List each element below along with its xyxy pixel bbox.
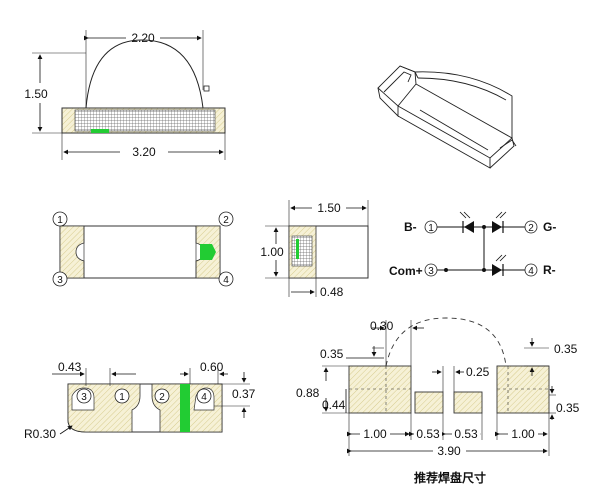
end-view: 1.50 1.00 0.48 [260, 200, 369, 299]
fp-dim-top-gap: 0.30 [370, 319, 394, 333]
bottom-view: 0.43 0.60 0.37 R0.30 [24, 360, 256, 441]
bottom-dim-left: 0.43 [58, 360, 82, 374]
dim-width-bottom: 3.20 [132, 145, 156, 159]
top-view-pin-2: 2 [218, 211, 234, 227]
dim-height: 1.50 [24, 87, 48, 101]
footprint-caption: 推荐焊盘尺寸 [414, 470, 486, 485]
bottom-view-pin-4: 4 [196, 388, 212, 404]
end-dim-height: 1.00 [260, 245, 284, 259]
fp-dim-pad-mid1: 0.53 [416, 427, 440, 441]
svg-text:2: 2 [159, 392, 165, 403]
top-view-pin-4: 4 [218, 271, 234, 287]
schematic-g-label: G- [543, 220, 556, 234]
dim-width-top: 2.20 [131, 31, 155, 45]
fp-dim-pad-right: 1.00 [511, 427, 535, 441]
bottom-dim-height: 0.37 [232, 387, 256, 401]
svg-text:3: 3 [81, 392, 87, 403]
svg-text:3: 3 [57, 275, 63, 286]
svg-text:1: 1 [119, 392, 125, 403]
footprint: 0.30 0.35 0.88 0.44 0.25 0.35 0.35 [296, 317, 580, 485]
side-view: 2.20 1.50 3.20 [24, 30, 226, 160]
fp-dim-total: 3.90 [437, 444, 461, 458]
top-view-pin-1: 1 [52, 211, 68, 227]
svg-text:1: 1 [57, 215, 63, 226]
schematic-com-label: Com+ [389, 264, 423, 278]
fp-dim-pad-left: 1.00 [363, 427, 387, 441]
fp-dim-right-top: 0.35 [554, 342, 578, 356]
bottom-view-pin-1: 1 [114, 388, 130, 404]
isometric-view [377, 65, 517, 169]
bottom-dim-right: 0.60 [200, 360, 224, 374]
svg-text:1: 1 [428, 223, 434, 234]
fp-dim-pad-mid2: 0.53 [454, 427, 478, 441]
svg-text:2: 2 [528, 223, 534, 234]
bottom-radius: R0.30 [24, 427, 56, 441]
fp-dim-left-height: 0.35 [320, 347, 344, 361]
end-dim-pad: 0.48 [320, 285, 344, 299]
svg-text:4: 4 [528, 266, 534, 277]
schematic-r-label: R- [543, 263, 556, 277]
top-view-pin-3: 3 [52, 271, 68, 287]
fp-dim-gap: 0.25 [466, 365, 490, 379]
svg-text:4: 4 [201, 392, 207, 403]
schematic-pin-4 [524, 263, 538, 277]
schematic: B- 1 2 G- Com+ 3 4 R- [389, 211, 556, 278]
schematic-pin-2 [524, 220, 538, 234]
svg-text:4: 4 [223, 275, 229, 286]
svg-text:2: 2 [223, 215, 229, 226]
bottom-view-pin-3: 3 [76, 388, 92, 404]
top-view [59, 225, 221, 279]
end-dim-width: 1.50 [317, 201, 341, 215]
svg-text:3: 3 [428, 266, 434, 277]
fp-dim-total-height: 0.88 [296, 386, 320, 400]
fp-dim-mid-height: 0.44 [322, 398, 346, 412]
schematic-b-label: B- [404, 220, 417, 234]
bottom-view-pin-2: 2 [154, 388, 170, 404]
fp-dim-right-bottom: 0.35 [556, 401, 580, 415]
